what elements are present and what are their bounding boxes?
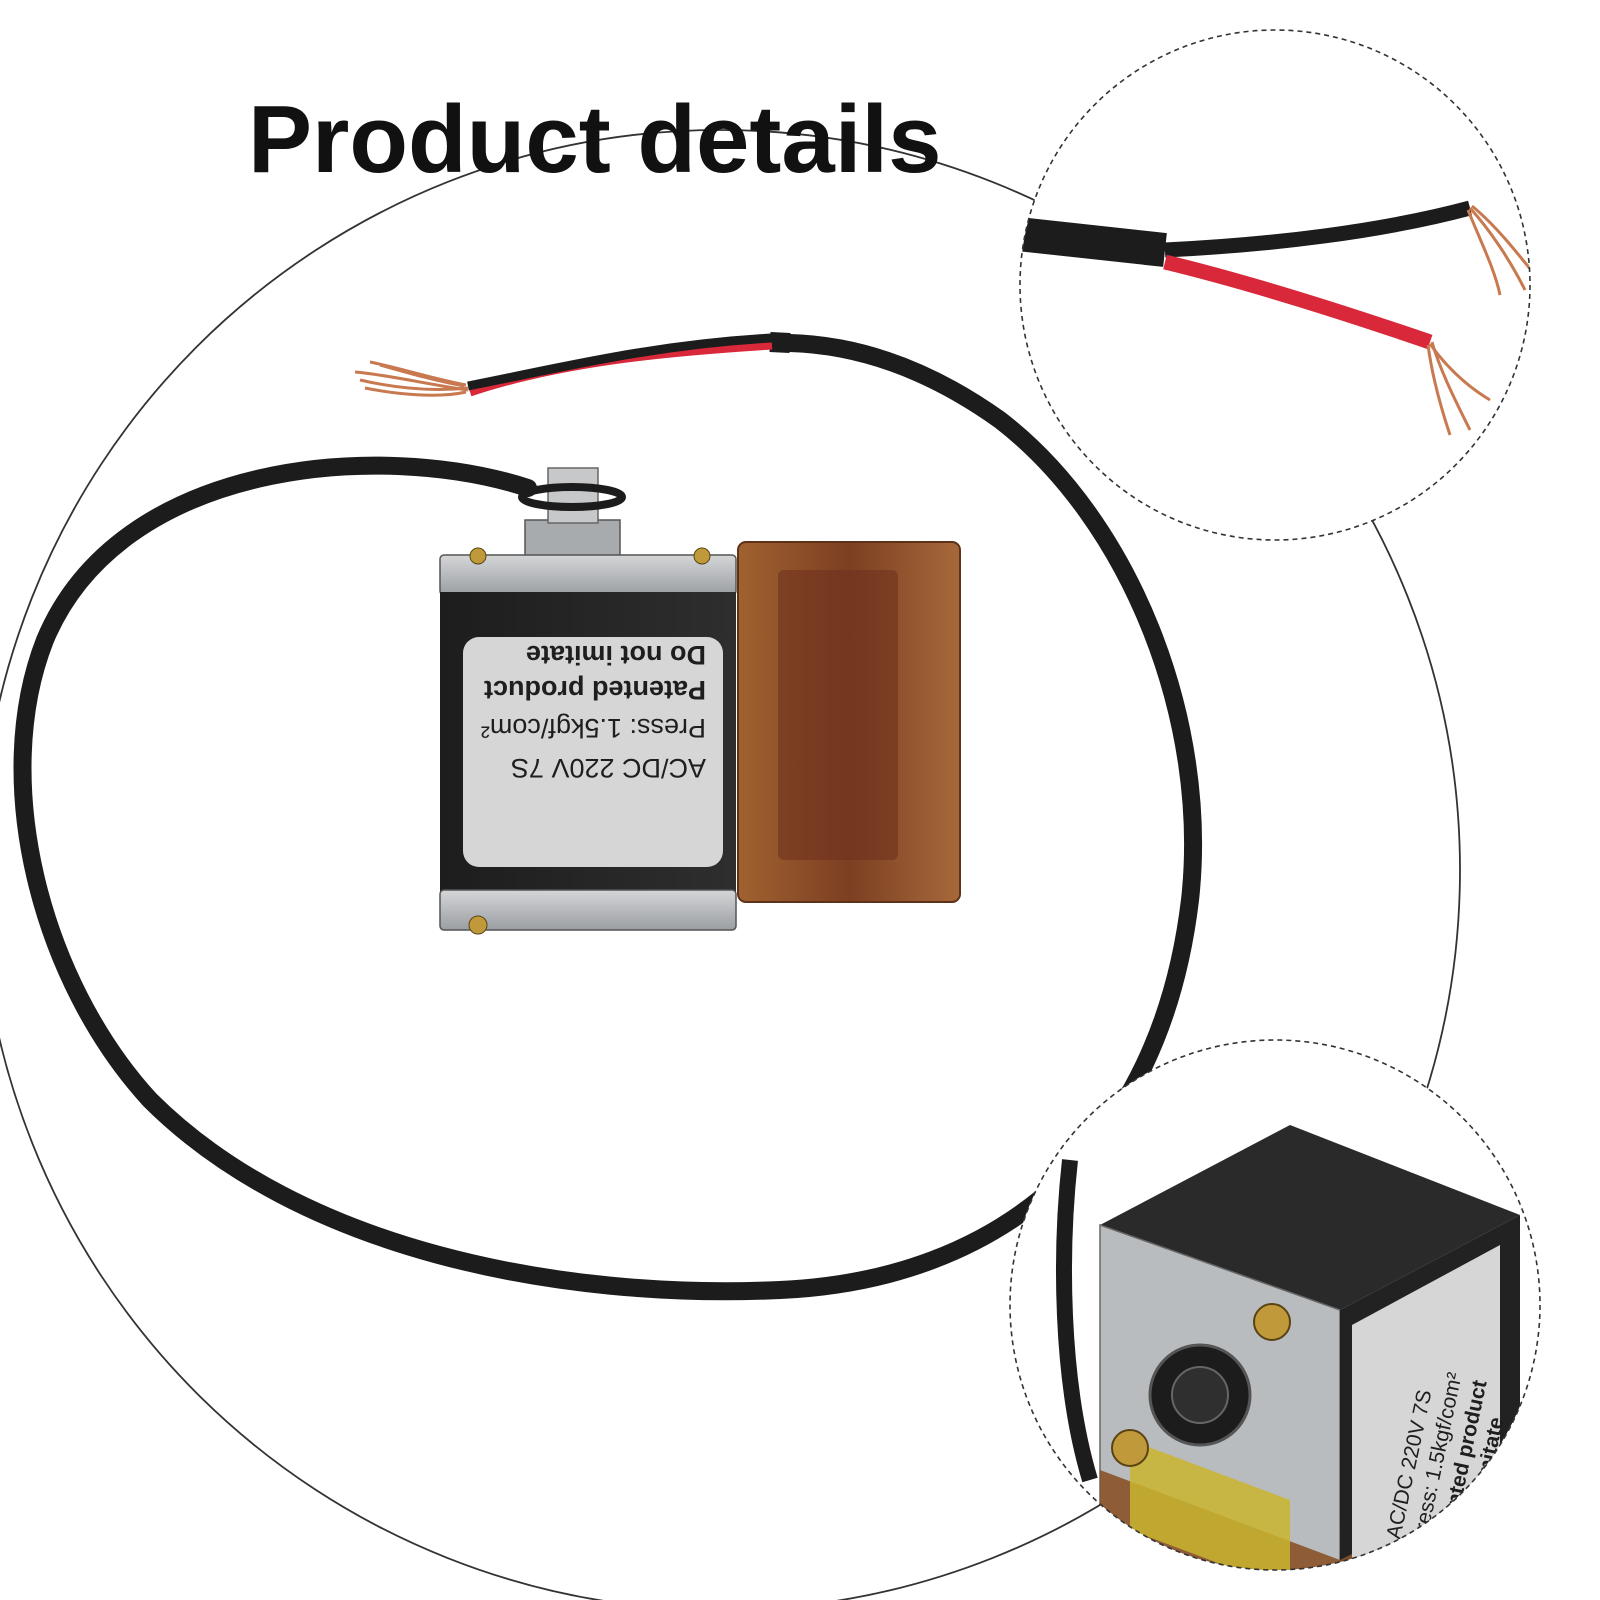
screw-icon <box>1253 1303 1291 1341</box>
label-line-1: AC/DC 220V 7S <box>511 753 706 783</box>
screw-icon <box>468 915 488 935</box>
label-line-4: Do not imitate <box>526 640 706 670</box>
o-ring <box>518 483 626 511</box>
detail-cable-sheath <box>1020 215 1167 267</box>
label-line-3: Patented product <box>484 675 706 705</box>
detail-wire-ends <box>1019 29 1531 541</box>
background-circle-outline <box>0 129 1461 1600</box>
label-sticker <box>463 637 723 867</box>
screw-icon <box>469 547 487 565</box>
black-wire <box>467 333 773 391</box>
amber-cover-inner <box>778 570 898 860</box>
cable-loop <box>13 334 1202 1301</box>
detail-coil-closeup: AC/DC 220V 7S Press: 1.5kgf/com² Patente… <box>1009 1039 1541 1571</box>
main-product: AC/DC 220V 7S Press: 1.5kgf/com² Patente… <box>13 332 1202 1301</box>
detail-block-top <box>1100 1125 1520 1310</box>
detail-red-wire <box>1163 254 1433 350</box>
detail-copper-strands <box>1426 204 1530 436</box>
cable-sheath-end <box>769 332 791 353</box>
screw-icon <box>1111 1429 1149 1467</box>
detail-cable <box>1056 1159 1098 1483</box>
page-title: Product details <box>248 86 941 193</box>
bottom-steel-plate <box>439 889 737 931</box>
threaded-stem <box>547 467 599 524</box>
copper-strands <box>354 360 469 397</box>
detail-yellow-tag <box>1130 1440 1290 1570</box>
detail-black-wire <box>1164 200 1472 258</box>
screw-icon <box>693 547 711 565</box>
label-line-2: Press: 1.5kgf/com² <box>481 713 706 743</box>
